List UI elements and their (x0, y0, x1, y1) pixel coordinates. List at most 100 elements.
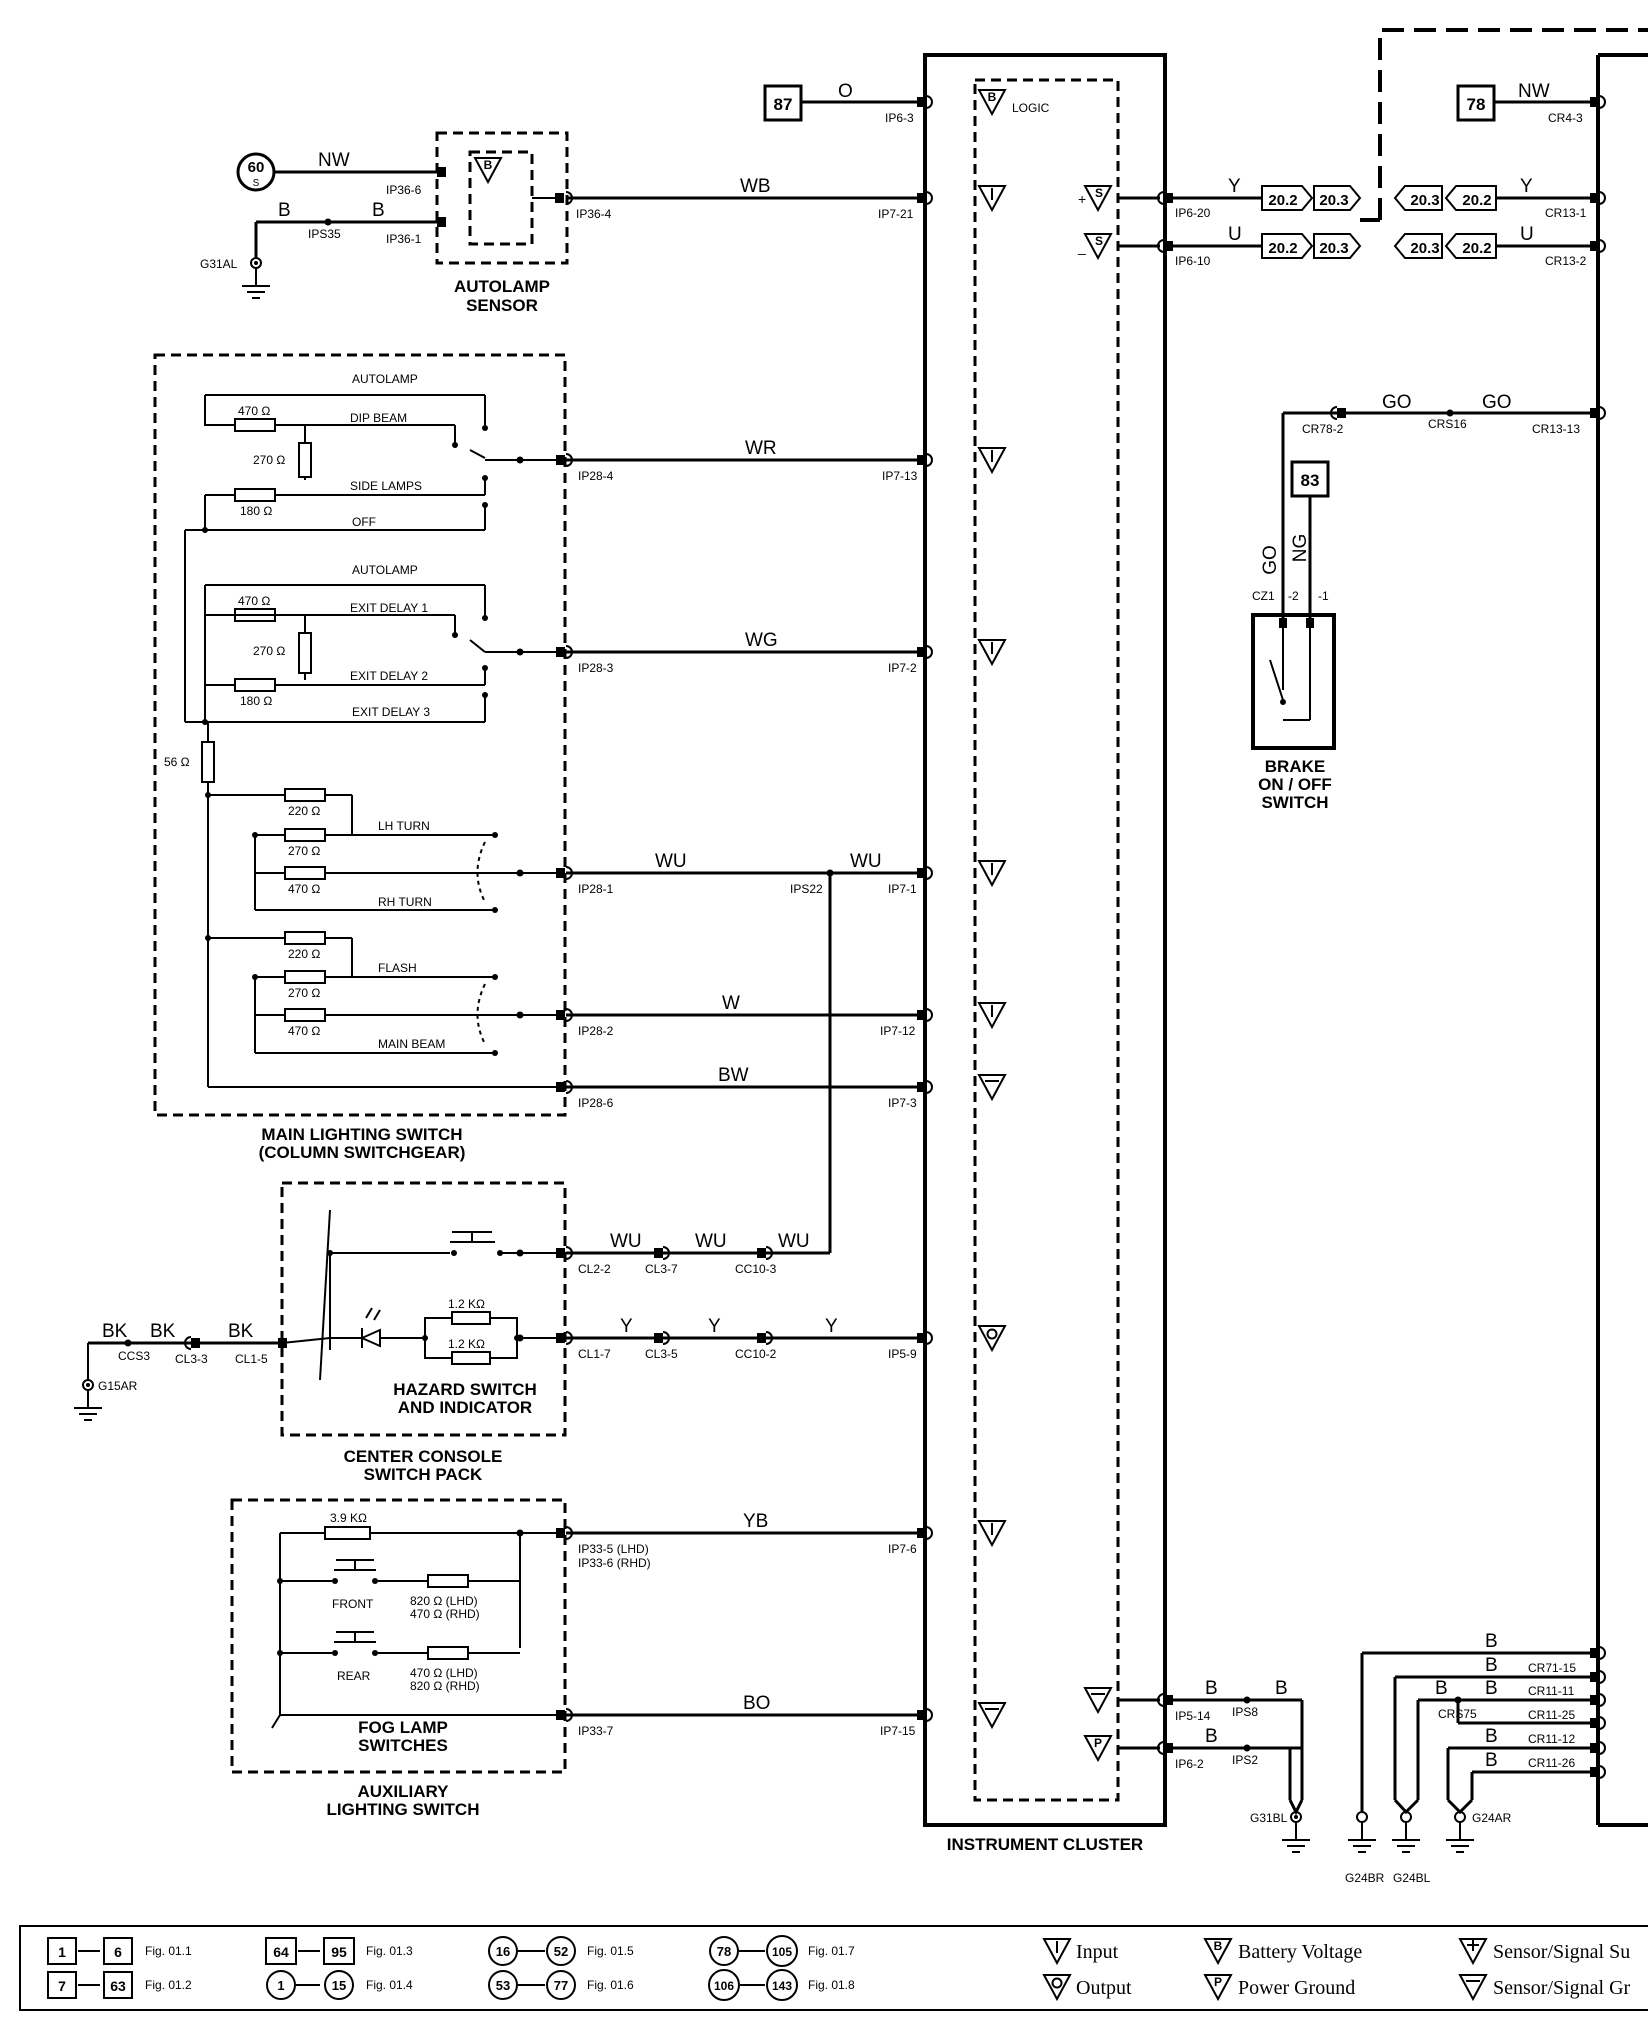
label-rear: REAR (337, 1669, 371, 1683)
label-f16a: 53 (496, 1978, 510, 1993)
label-g24bl: G24BL (1393, 1871, 1431, 1885)
label-f11: Fig. 01.1 (145, 1944, 192, 1958)
ref-87-label: 87 (774, 95, 793, 114)
label-w: W (722, 993, 740, 1014)
label-f16b: 77 (554, 1978, 568, 1993)
label-ccs3: CCS3 (118, 1349, 150, 1363)
wire-row-IP28-6: IP28-6 BW IP7-3 (565, 1065, 1006, 1110)
label-bk3: BK (228, 1321, 254, 1342)
label-autolamp2: AUTOLAMP (352, 563, 418, 577)
wire-NW: NW (318, 150, 350, 171)
instrument-cluster-box (923, 53, 1167, 1827)
label-f18b: 143 (772, 1979, 792, 1993)
label-cl3-3: CL3-3 (175, 1352, 208, 1366)
label-ip33-7: IP33-7 (578, 1724, 614, 1738)
label-r270c: 270 Ω (288, 844, 320, 858)
label-ip7-2: IP7-2 (888, 661, 917, 675)
label-f13: Fig. 01.3 (366, 1944, 413, 1958)
label-r60s: S (253, 178, 260, 189)
label-f12b: 63 (110, 1978, 126, 1994)
label-y3: Y (620, 1316, 633, 1337)
legend-fig-01-2: 7 63 Fig. 01.2 (47, 1971, 192, 1999)
label-cz1-2: -2 (1288, 589, 1299, 603)
label-cl1-7: CL1-7 (578, 1347, 611, 1361)
ground-G15AR-label: G15AR (98, 1379, 138, 1393)
label-ss-ground: Sensor/Signal Gr (1493, 1977, 1631, 1999)
legend-fig-01-3: 64 95 Fig. 01.3 (265, 1937, 413, 1965)
label-r202d: 20.2 (1462, 240, 1491, 257)
label-exit-delay1: EXIT DELAY 1 (350, 601, 428, 615)
label-g24ar: G24AR (1472, 1811, 1512, 1825)
label-r12kb: 1.2 KΩ (448, 1337, 485, 1351)
label-flash: FLASH (378, 961, 417, 975)
label-wu1: WU (655, 851, 687, 872)
label-crs16: CRS16 (1428, 417, 1467, 431)
label-ip28-2: IP28-2 (578, 1024, 614, 1038)
label-b2: B (372, 200, 385, 221)
label-cz1: CZ1 (1252, 589, 1275, 603)
legend-fig-01-4: 1 15 Fig. 01.4 (266, 1970, 413, 2000)
label-cr4-3: CR4-3 (1548, 111, 1583, 125)
label-f14b: 15 (332, 1978, 346, 1993)
label-r820b: 820 Ω (RHD) (410, 1679, 480, 1693)
label-cr11-12: CR11-12 (1528, 1732, 1575, 1746)
ground-G31BL-label: G31BL (1250, 1811, 1288, 1825)
label-u2: U (1520, 224, 1534, 245)
label-f14: Fig. 01.4 (366, 1978, 413, 1992)
label-g24br: G24BR (1345, 1871, 1385, 1885)
label-ip28-3: IP28-3 (578, 661, 614, 675)
label-f18a: 106 (714, 1979, 734, 1993)
wire-row-IP28-4: IP28-4 WR IP7-13 (565, 438, 1006, 483)
label-b1: B (278, 200, 291, 221)
label-hazard-1: HAZARD SWITCH (393, 1380, 537, 1399)
label-cz1-1: -1 (1318, 589, 1329, 603)
label-y4: Y (708, 1316, 721, 1337)
legend-fig-01-5: 16 52 Fig. 01.5 (488, 1936, 634, 1966)
label-battery: Battery Voltage (1238, 1941, 1362, 1963)
label-aux-1: AUXILIARY (358, 1782, 450, 1801)
label-front: FRONT (332, 1597, 374, 1611)
label-r180b: 180 Ω (240, 694, 272, 708)
conn-IP6-3: IP6-3 (885, 111, 914, 125)
label-aux-2: LIGHTING SWITCH (327, 1800, 480, 1819)
label-ip7-1: IP7-1 (888, 882, 917, 896)
label-r12ka: 1.2 KΩ (448, 1297, 485, 1311)
label-autolamp-sensor-2: SENSOR (466, 296, 538, 315)
label-r470a: 470 Ω (238, 404, 270, 418)
ref-box-78 (1456, 84, 1496, 122)
wire-row-IP28-2: IP28-2 W IP7-12 (565, 993, 1006, 1038)
label-wg: WG (745, 630, 778, 651)
auxiliary-lighting-switch-box (230, 1498, 567, 1774)
label-b4: B (1275, 1678, 1288, 1699)
label-ips22: IPS22 (790, 882, 823, 896)
label-r180a: 180 Ω (240, 504, 272, 518)
label-r56: 56 Ω (164, 755, 190, 769)
label-r220a: 220 Ω (288, 804, 320, 818)
label-r470b: 470 Ω (238, 594, 270, 608)
label-f17b: 105 (772, 1945, 792, 1959)
instrument-cluster-logic-box (973, 78, 1120, 1802)
label-wu2: WU (850, 851, 882, 872)
label-autolamp1: AUTOLAMP (352, 372, 418, 386)
label-ip5-14: IP5-14 (1175, 1709, 1211, 1723)
label-console-1: CENTER CONSOLE (344, 1447, 503, 1466)
label-cl3-7: CL3-7 (645, 1262, 678, 1276)
ground-G31AL-label: G31AL (200, 257, 238, 271)
label-fog-1: FOG LAMP (358, 1718, 448, 1737)
label-r83: 83 (1301, 471, 1320, 490)
label-pground: Power Ground (1238, 1977, 1355, 1999)
logic-label: LOGIC (1012, 101, 1050, 115)
label-ip6-10: IP6-10 (1175, 254, 1211, 268)
label-f15a: 16 (496, 1944, 510, 1959)
label-ip7-6: IP7-6 (888, 1542, 917, 1556)
label-output: Output (1076, 1977, 1132, 1999)
label-r470d: 470 Ω (288, 1024, 320, 1038)
label-ip5-9: IP5-9 (888, 1347, 917, 1361)
label-r470e: 470 Ω (RHD) (410, 1607, 480, 1621)
label-y2: Y (1520, 176, 1533, 197)
label-cl3-5: CL3-5 (645, 1347, 678, 1361)
label-main-lighting-2: (COLUMN SWITCHGEAR) (259, 1143, 466, 1162)
label-hazard-2: AND INDICATOR (398, 1398, 532, 1417)
legend-sensor-signal-ground: Sensor/Signal Gr (1459, 1974, 1631, 2000)
